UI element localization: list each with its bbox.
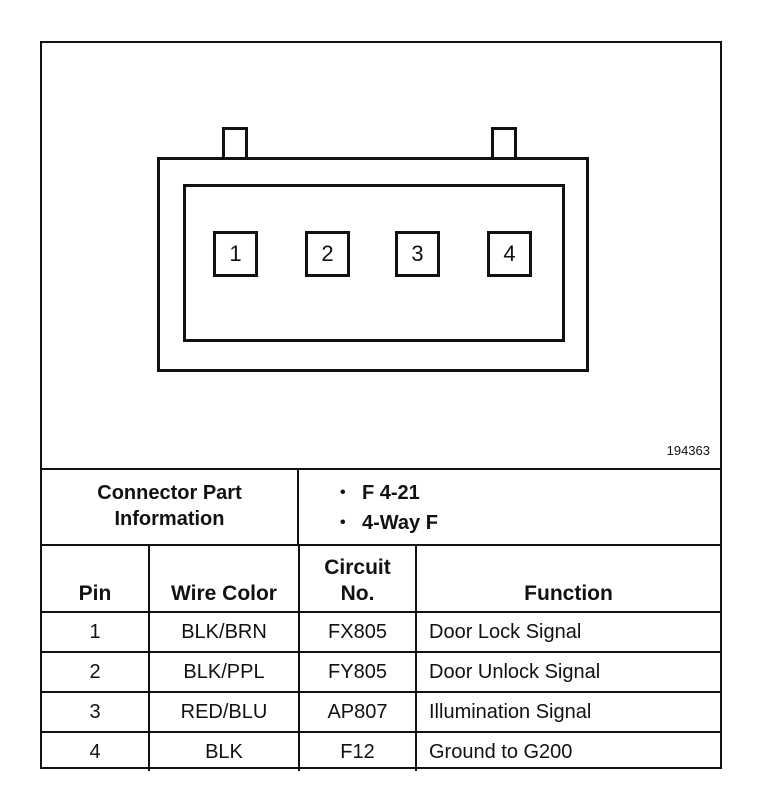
cell-pin: 3 [42,691,150,733]
cell-function: Illumination Signal [415,691,720,733]
pin-cavity-3: 3 [395,231,440,277]
connector-diagram: 1 2 3 4 194363 [42,43,720,470]
header-circuit: Circuit No. [298,544,417,613]
cell-circuit: F12 [298,731,417,771]
part-info-label-line2: Information [114,508,225,530]
cell-function: Door Unlock Signal [415,651,720,693]
connector-part-info: Connector Part Information •F 4-21 •4-Wa… [42,468,720,546]
table-row: 4 BLK F12 Ground to G200 [42,731,720,771]
part-info-item: •F 4-21 [340,478,438,508]
table-row: 1 BLK/BRN FX805 Door Lock Signal [42,611,720,653]
part-info-item: •4-Way F [340,508,438,538]
cell-circuit: FX805 [298,611,417,653]
header-wire-color: Wire Color [148,544,300,613]
pin-table: Pin Wire Color Circuit No. Function 1 BL… [42,544,720,771]
connector-housing: 1 2 3 4 [157,157,589,372]
cell-function: Ground to G200 [415,731,720,771]
cell-pin: 4 [42,731,150,771]
cell-wire-color: RED/BLU [148,691,300,733]
part-info-list: •F 4-21 •4-Way F [340,478,438,538]
bullet-icon: • [340,484,346,501]
header-function: Function [415,544,720,613]
connector-sheet: 1 2 3 4 194363 Connector Part Informatio… [40,41,722,771]
part-info-label: Connector Part Information [42,468,299,544]
pin-cavity-2: 2 [305,231,350,277]
cell-wire-color: BLK/BRN [148,611,300,653]
cell-circuit: FY805 [298,651,417,693]
connector-latch-left [222,127,248,160]
pin-cavity-4: 4 [487,231,532,277]
cell-function: Door Lock Signal [415,611,720,653]
pin-cavity-1: 1 [213,231,258,277]
cell-wire-color: BLK/PPL [148,651,300,693]
part-info-label-line1: Connector Part [97,482,242,504]
cell-circuit: AP807 [298,691,417,733]
cell-pin: 2 [42,651,150,693]
header-pin: Pin [42,544,150,613]
connector-latch-right [491,127,517,160]
bullet-icon: • [340,514,346,531]
connector-face: 1 2 3 4 [183,184,565,342]
table-row: 3 RED/BLU AP807 Illumination Signal [42,691,720,733]
cell-pin: 1 [42,611,150,653]
cell-wire-color: BLK [148,731,300,771]
table-row: 2 BLK/PPL FY805 Door Unlock Signal [42,651,720,693]
table-header-row: Pin Wire Color Circuit No. Function [42,544,720,613]
reference-number: 194363 [666,443,710,458]
